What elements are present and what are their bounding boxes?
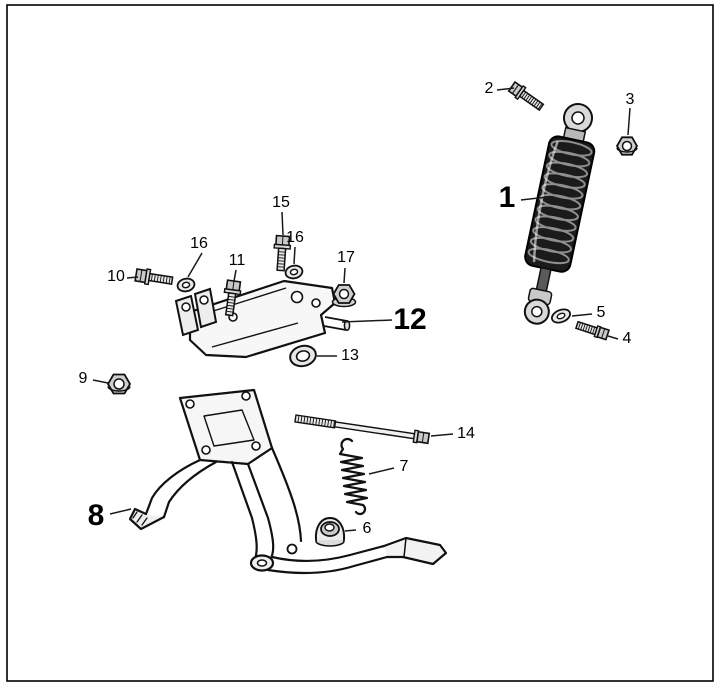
shock-absorber-drawing xyxy=(523,103,596,325)
leader-line-4 xyxy=(607,335,619,340)
part-label-16-washer-left: 16 xyxy=(190,235,208,252)
part-label-14-pivot-bolt: 14 xyxy=(457,425,475,442)
nut-3-drawing xyxy=(615,136,639,156)
part-label-6-rubber-buffer: 6 xyxy=(362,520,372,537)
ring-13-drawing xyxy=(289,344,317,368)
leader-lines xyxy=(92,87,631,532)
leader-line-14 xyxy=(430,433,454,437)
nut-17-drawing xyxy=(331,284,357,308)
part-label-15-bolt-top: 15 xyxy=(272,194,290,211)
leader-line-8 xyxy=(109,508,132,515)
part-label-4-bottom-bolt: 4 xyxy=(622,330,632,347)
bolt-11-drawing xyxy=(223,279,242,317)
part-label-12-bracket: 12 xyxy=(393,303,427,336)
part-label-1-shock-absorber: 1 xyxy=(498,181,516,214)
washer-16-right-drawing xyxy=(284,264,304,280)
leader-line-16-left xyxy=(187,252,203,278)
part-label-11-bolt-mid: 11 xyxy=(228,252,246,269)
bolt-2-drawing xyxy=(507,80,545,112)
spring-7-drawing xyxy=(338,437,369,516)
bolt-4-drawing xyxy=(574,320,610,341)
part-label-8-center-stand: 8 xyxy=(87,499,105,532)
leader-line-1 xyxy=(520,196,548,201)
leader-line-10 xyxy=(126,276,139,279)
leader-line-2 xyxy=(496,87,515,91)
leader-line-12 xyxy=(341,319,393,323)
part-label-5-bottom-washer: 5 xyxy=(596,304,606,321)
part-label-13-spacer-ring: 13 xyxy=(341,347,359,364)
bolt-14-drawing xyxy=(294,414,431,445)
leader-line-6 xyxy=(344,529,357,532)
washer-5-drawing xyxy=(551,308,571,324)
page-border xyxy=(6,4,714,682)
mounting-bracket-drawing xyxy=(174,279,351,359)
leader-line-9 xyxy=(92,379,109,384)
part-label-16-washer-right: 16 xyxy=(286,229,304,246)
leader-line-5 xyxy=(571,313,593,317)
part-label-17-bracket-nut: 17 xyxy=(337,249,355,266)
leader-line-11 xyxy=(233,269,237,282)
leader-line-16-right xyxy=(293,246,296,265)
washer-16-left-drawing xyxy=(176,277,196,293)
center-stand-drawing xyxy=(128,388,448,575)
leader-line-15 xyxy=(281,211,284,236)
bolt-15-drawing xyxy=(273,234,292,272)
leader-line-3 xyxy=(627,107,631,136)
bolt-10-drawing xyxy=(134,268,174,286)
nut-9-drawing xyxy=(106,373,132,395)
part-label-3-top-nut: 3 xyxy=(625,91,635,108)
leader-line-7 xyxy=(368,467,395,475)
buffer-6-drawing xyxy=(314,516,346,547)
leader-line-17 xyxy=(343,267,346,284)
part-label-10-bolt-left: 10 xyxy=(107,268,125,285)
part-label-2-top-bolt: 2 xyxy=(484,80,494,97)
part-label-7-return-spring: 7 xyxy=(399,458,409,475)
part-label-9-stand-nut: 9 xyxy=(78,370,88,387)
